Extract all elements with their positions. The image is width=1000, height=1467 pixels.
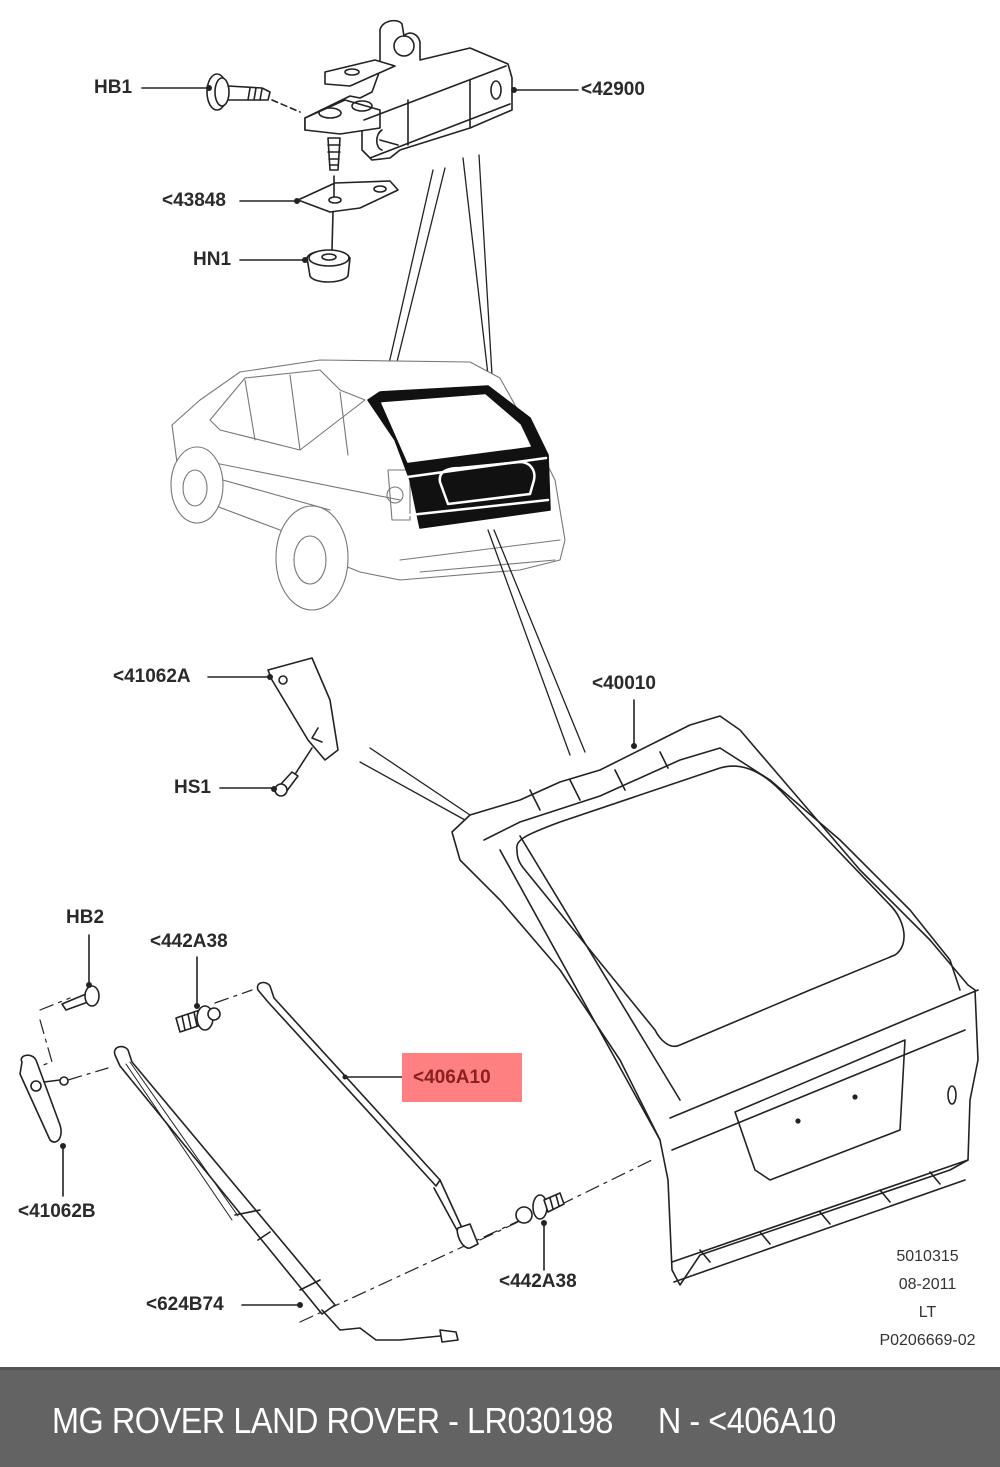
power-strut-624b74 (113, 1045, 459, 1343)
callout-624b74[interactable]: <624B74 (146, 1294, 224, 1315)
gas-strut-406a10 (256, 981, 479, 1249)
meta-date: 08-2011 (898, 1276, 957, 1293)
callout-442a38-top[interactable]: <442A38 (150, 931, 228, 952)
callout-leaders (62, 87, 635, 1306)
callout-hb2[interactable]: HB2 (66, 907, 105, 928)
parts-diagram: HB1 <42900 <43848 HN1 <41062A HS1 <40010… (18, 19, 979, 1349)
footer-part-ref: N - <406A10 (657, 1400, 836, 1441)
callout-42900[interactable]: <42900 (581, 79, 645, 100)
callout-hb1[interactable]: HB1 (94, 77, 133, 98)
bracket-leader-lines (359, 747, 471, 821)
meta-illustration-id: P0206669-02 (879, 1332, 976, 1349)
callout-406a10[interactable]: <406A10 (413, 1067, 491, 1088)
footer-caption: MG ROVER LAND ROVER - LR030198 N - <406A1… (52, 1400, 836, 1442)
callout-hn1[interactable]: HN1 (193, 249, 232, 270)
bolt-hb2 (61, 982, 100, 1011)
vehicle-leader-lines (487, 529, 586, 756)
bolt-hb1 (206, 73, 301, 113)
ball-stud-442a38-top (175, 1003, 221, 1033)
callout-40010[interactable]: <40010 (592, 673, 656, 694)
meta-side: LT (918, 1304, 937, 1321)
washer-plate (294, 175, 399, 213)
ball-stud-442a38-bottom (515, 1192, 565, 1226)
footer-bar: MG ROVER LAND ROVER - LR030198 N - <406A1… (0, 1367, 1000, 1467)
hinge-assembly (304, 19, 517, 171)
bracket-41062b (19, 1054, 69, 1149)
callout-41062b[interactable]: <41062B (18, 1201, 96, 1222)
meta-code: 5010315 (896, 1248, 959, 1265)
tailgate-40010 (451, 715, 979, 1286)
bracket-41062a (267, 657, 339, 783)
callout-hs1[interactable]: HS1 (174, 777, 211, 798)
callout-43848[interactable]: <43848 (162, 190, 226, 211)
callout-442a38-bottom[interactable]: <442A38 (499, 1271, 577, 1292)
vehicle-tailgate-highlight (367, 385, 551, 529)
nut-hn1 (302, 211, 351, 283)
footer-brand: MG ROVER LAND ROVER - LR030198 (52, 1400, 613, 1441)
screw-hs1 (271, 771, 299, 797)
highlight-box (402, 1053, 522, 1102)
hinge-leader-lines (382, 154, 493, 391)
callout-41062a[interactable]: <41062A (113, 666, 191, 687)
assembly-dashed-lines (39, 989, 657, 1323)
